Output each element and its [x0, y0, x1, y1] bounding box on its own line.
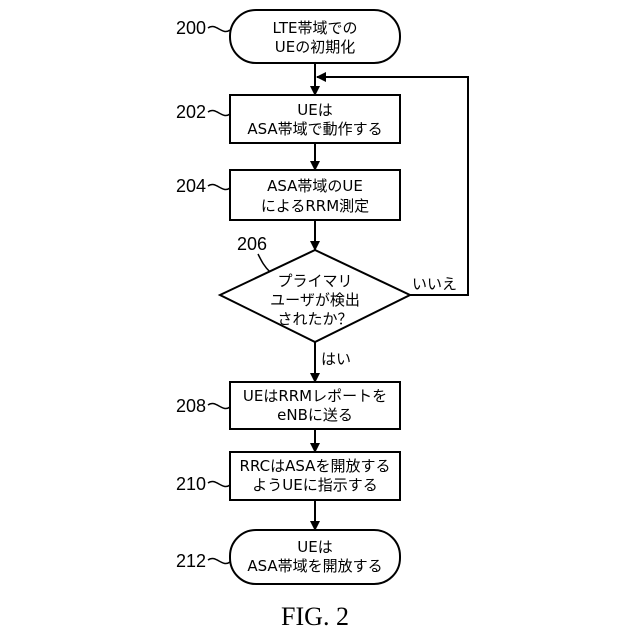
step-212-line-1: UEは [297, 538, 332, 556]
leader-200 [208, 26, 230, 31]
step-200: LTE帯域での UEの初期化 200 [176, 10, 400, 63]
step-208-line-1: UEはRRMレポートを [243, 387, 387, 405]
leader-202 [208, 110, 230, 115]
step-200-line-1: LTE帯域での [273, 19, 358, 37]
step-202-line-1: UEは [297, 101, 332, 119]
ref-208: 208 [176, 396, 206, 416]
leader-208 [208, 403, 230, 408]
step-202-line-2: ASA帯域で動作する [247, 120, 382, 138]
step-210-line-2: ようUEに指示する [252, 476, 377, 494]
leader-212 [208, 558, 230, 563]
step-212-line-2: ASA帯域を開放する [247, 557, 382, 575]
branch-no-label: いいえ [412, 275, 457, 293]
step-204-line-1: ASA帯域のUE [267, 177, 363, 195]
step-204: ASA帯域のUE によるRRM測定 204 [176, 170, 400, 220]
leader-206 [258, 254, 270, 272]
step-212: UEは ASA帯域を開放する 212 [176, 530, 400, 584]
step-208-line-2: eNBに送る [277, 406, 353, 424]
ref-212: 212 [176, 551, 206, 571]
branch-yes-label: はい [321, 350, 351, 368]
ref-200: 200 [176, 18, 206, 38]
ref-202: 202 [176, 102, 206, 122]
leader-204 [208, 184, 230, 189]
step-204-line-2: によるRRM測定 [261, 197, 369, 215]
step-206-line-3: されたか？ [277, 310, 352, 328]
ref-210: 210 [176, 474, 206, 494]
step-200-line-2: UEの初期化 [275, 38, 355, 56]
step-208: UEはRRMレポートを eNBに送る 208 [176, 382, 400, 429]
step-210: RRCはASAを開放する ようUEに指示する 210 [176, 452, 400, 500]
ref-204: 204 [176, 176, 206, 196]
step-202: UEは ASA帯域で動作する 202 [176, 95, 400, 143]
step-206-line-1: プライマリ [277, 272, 352, 290]
leader-210 [208, 481, 230, 486]
figure-caption: FIG. 2 [281, 602, 349, 631]
ref-206: 206 [237, 234, 267, 254]
step-206: プライマリ ユーザが検出 されたか？ 206 いいえ はい [220, 234, 457, 368]
step-210-line-1: RRCはASAを開放する [240, 457, 391, 475]
step-206-line-2: ユーザが検出 [270, 291, 360, 309]
